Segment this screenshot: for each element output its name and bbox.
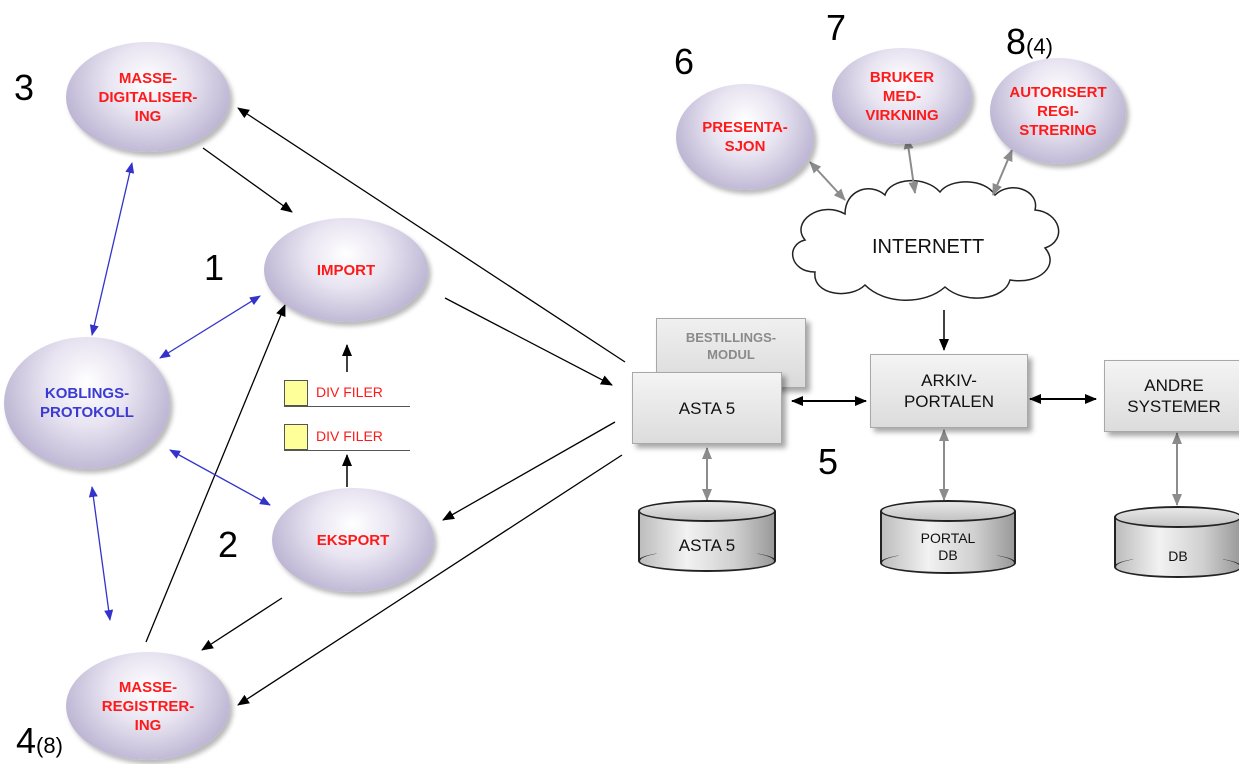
node-eksport[interactable]: EKSPORT xyxy=(272,488,434,592)
internett-label: INTERNETT xyxy=(872,236,985,258)
db-asta5[interactable]: ASTA 5 xyxy=(638,500,776,572)
node-koblings-protokoll-label: KOBLINGS- PROTOKOLL xyxy=(40,385,134,421)
node-andre-systemer-label: ANDRE SYSTEMER xyxy=(1127,376,1221,416)
link-koblings-import xyxy=(159,295,261,359)
node-autorisert-registrering-label: AUTORISERT REGI- STRERING xyxy=(1009,83,1107,139)
db-portal-label: PORTAL DB xyxy=(920,530,976,563)
link-digitalisering-koblings xyxy=(89,162,135,336)
node-bruker-medvirkning-label: BRUKER MED- VIRKNING xyxy=(865,68,939,124)
file-tab-icon xyxy=(284,424,308,450)
node-bestillingsmodul-label: BESTILLINGS- MODUL xyxy=(685,330,777,362)
db-asta5-label: ASTA 5 xyxy=(678,536,736,555)
node-bruker-medvirkning[interactable]: BRUKER MED- VIRKNING xyxy=(832,48,972,144)
arrow-digitalisering-import xyxy=(202,147,293,213)
node-arkivportalen-label: ARKIV- PORTALEN xyxy=(903,371,995,411)
file-div-filer-1: DIV FILER xyxy=(284,380,410,407)
link-bruker-internett xyxy=(903,137,919,194)
arrow-asta5-masseregistrering xyxy=(237,454,623,706)
node-masse-digitalisering-label: MASSE- DIGITALISER- ING xyxy=(98,69,198,125)
step-number-3: 3 xyxy=(14,67,35,108)
node-andre-systemer[interactable]: ANDRE SYSTEMER xyxy=(1104,360,1239,432)
step-number-5: 5 xyxy=(818,441,839,482)
node-asta5[interactable]: ASTA 5 xyxy=(632,372,782,444)
file-div-filer-2: DIV FILER xyxy=(284,424,410,451)
node-presentasjon[interactable]: PRESENTA- SJON xyxy=(676,84,814,190)
node-import[interactable]: IMPORT xyxy=(264,218,428,322)
file-tab-icon xyxy=(284,380,308,406)
node-asta5-label: ASTA 5 xyxy=(678,398,736,418)
arrow-masseregistrering-import xyxy=(145,304,286,643)
node-masse-registrering[interactable]: MASSE- REGISTRER- ING xyxy=(66,652,230,760)
file-label: DIV FILER xyxy=(316,384,383,400)
node-arkivportalen[interactable]: ARKIV- PORTALEN xyxy=(870,354,1028,428)
node-import-label: IMPORT xyxy=(316,261,376,279)
step-number-2: 2 xyxy=(218,524,239,565)
internett-cloud-shape xyxy=(791,179,1060,301)
step-number-8: 8(4) xyxy=(1006,21,1053,62)
link-koblings-eksport xyxy=(169,449,271,506)
node-autorisert-registrering[interactable]: AUTORISERT REGI- STRERING xyxy=(990,58,1126,164)
node-masse-digitalisering[interactable]: MASSE- DIGITALISER- ING xyxy=(66,42,230,152)
step-number-1: 1 xyxy=(204,247,225,288)
step-number-6: 6 xyxy=(674,41,695,82)
file-label: DIV FILER xyxy=(316,428,383,444)
node-presentasjon-label: PRESENTA- SJON xyxy=(702,119,788,155)
arrow-asta5-digitalisering xyxy=(237,107,626,363)
link-autorisert-internett xyxy=(992,149,1013,196)
node-koblings-protokoll[interactable]: KOBLINGS- PROTOKOLL xyxy=(4,337,170,469)
arrow-asta5-eksport xyxy=(442,421,616,521)
db-other-label: DB xyxy=(1168,548,1188,564)
arrow-eksport-masseregistrering xyxy=(201,597,283,651)
db-other[interactable]: DB xyxy=(1114,506,1239,578)
link-koblings-masseregistrering xyxy=(88,486,114,621)
step-number-4: 4(8) xyxy=(16,720,63,761)
node-eksport-label: EKSPORT xyxy=(316,531,390,549)
arrow-import-asta5 xyxy=(444,297,613,386)
link-presentasjon-internett xyxy=(809,161,846,201)
step-number-7: 7 xyxy=(826,7,847,48)
node-masse-registrering-label: MASSE- REGISTRER- ING xyxy=(101,678,195,734)
db-portal[interactable]: PORTAL DB xyxy=(880,500,1016,574)
